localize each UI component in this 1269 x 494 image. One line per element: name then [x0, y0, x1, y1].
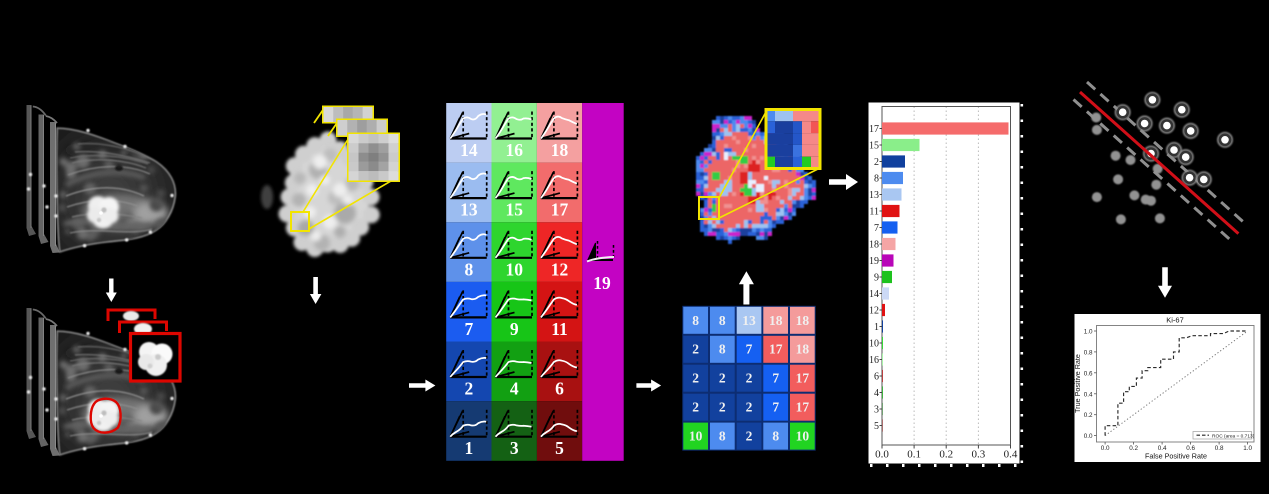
svg-text:15: 15 — [505, 200, 523, 220]
svg-text:7: 7 — [772, 371, 779, 386]
svg-text:10: 10 — [796, 429, 810, 444]
svg-text:0.4: 0.4 — [1084, 391, 1093, 398]
svg-text:2: 2 — [746, 371, 753, 386]
svg-text:1: 1 — [874, 322, 879, 333]
svg-text:0.8: 0.8 — [1215, 445, 1224, 452]
svg-text:10: 10 — [505, 259, 523, 279]
svg-text:13: 13 — [742, 313, 756, 328]
svg-text:0.2: 0.2 — [939, 449, 953, 461]
svg-text:3: 3 — [510, 438, 519, 458]
svg-text:1.0: 1.0 — [1243, 445, 1252, 452]
svg-text:2: 2 — [692, 400, 699, 415]
svg-text:0.1: 0.1 — [907, 449, 921, 461]
svg-text:8: 8 — [874, 173, 879, 184]
svg-text:4: 4 — [874, 388, 879, 399]
svg-text:0.4: 0.4 — [1158, 445, 1167, 452]
svg-text:18: 18 — [551, 140, 569, 160]
svg-text:6: 6 — [555, 379, 564, 399]
svg-text:10: 10 — [869, 338, 879, 349]
svg-text:8: 8 — [719, 313, 726, 328]
svg-text:13: 13 — [460, 200, 478, 220]
svg-text:0.0: 0.0 — [1084, 433, 1093, 440]
svg-text:5: 5 — [555, 438, 564, 458]
svg-text:5: 5 — [874, 421, 879, 432]
svg-text:2: 2 — [719, 400, 726, 415]
svg-text:8: 8 — [719, 342, 726, 357]
svg-text:16: 16 — [505, 140, 523, 160]
svg-text:8: 8 — [465, 259, 474, 279]
svg-text:15: 15 — [869, 140, 879, 151]
svg-text:13: 13 — [869, 190, 879, 201]
svg-text:14: 14 — [460, 140, 478, 160]
svg-text:0.6: 0.6 — [1084, 370, 1093, 377]
svg-text:17: 17 — [869, 124, 879, 135]
svg-text:7: 7 — [874, 223, 879, 234]
svg-text:3: 3 — [874, 404, 879, 415]
svg-text:True Positive Rate: True Positive Rate — [1073, 354, 1082, 413]
svg-text:8: 8 — [719, 429, 726, 444]
svg-text:9: 9 — [874, 272, 879, 283]
svg-text:0.2: 0.2 — [1084, 412, 1093, 419]
svg-text:2: 2 — [746, 400, 753, 415]
svg-text:17: 17 — [551, 200, 569, 220]
svg-text:19: 19 — [593, 273, 611, 293]
svg-text:0.0: 0.0 — [875, 449, 889, 461]
svg-text:4: 4 — [510, 379, 519, 399]
svg-text:17: 17 — [769, 342, 783, 357]
svg-text:1.0: 1.0 — [1084, 329, 1093, 336]
svg-text:18: 18 — [869, 239, 879, 250]
svg-text:0.2: 0.2 — [1129, 445, 1138, 452]
svg-text:2: 2 — [692, 342, 699, 357]
svg-text:11: 11 — [869, 206, 879, 217]
svg-text:ROC (area = 0.713): ROC (area = 0.713) — [1212, 433, 1255, 439]
svg-text:14: 14 — [869, 289, 879, 300]
svg-text:19: 19 — [869, 256, 879, 267]
svg-text:16: 16 — [869, 355, 879, 366]
svg-text:0.3: 0.3 — [972, 449, 986, 461]
svg-text:8: 8 — [772, 429, 779, 444]
svg-text:6: 6 — [874, 371, 879, 382]
svg-text:False Positive Rate: False Positive Rate — [1145, 452, 1207, 461]
svg-text:2: 2 — [692, 371, 699, 386]
svg-text:17: 17 — [796, 400, 810, 415]
svg-text:9: 9 — [510, 319, 519, 339]
svg-text:17: 17 — [796, 371, 810, 386]
svg-text:0.4: 0.4 — [1004, 449, 1018, 461]
svg-text:18: 18 — [769, 313, 783, 328]
svg-text:0.6: 0.6 — [1186, 445, 1195, 452]
svg-text:11: 11 — [551, 319, 568, 339]
svg-text:18: 18 — [796, 313, 810, 328]
svg-text:Ki-67: Ki-67 — [1166, 316, 1184, 325]
svg-text:18: 18 — [796, 342, 810, 357]
svg-text:2: 2 — [874, 157, 879, 168]
svg-text:1: 1 — [465, 438, 474, 458]
svg-text:10: 10 — [689, 429, 703, 444]
svg-text:0.8: 0.8 — [1084, 349, 1093, 356]
svg-text:12: 12 — [551, 259, 569, 279]
svg-text:2: 2 — [465, 379, 474, 399]
svg-text:7: 7 — [746, 342, 753, 357]
svg-text:7: 7 — [465, 319, 474, 339]
svg-text:12: 12 — [869, 305, 879, 316]
svg-text:0.0: 0.0 — [1101, 445, 1110, 452]
svg-text:8: 8 — [692, 313, 699, 328]
svg-text:2: 2 — [719, 371, 726, 386]
svg-text:2: 2 — [746, 429, 753, 444]
svg-text:7: 7 — [772, 400, 779, 415]
